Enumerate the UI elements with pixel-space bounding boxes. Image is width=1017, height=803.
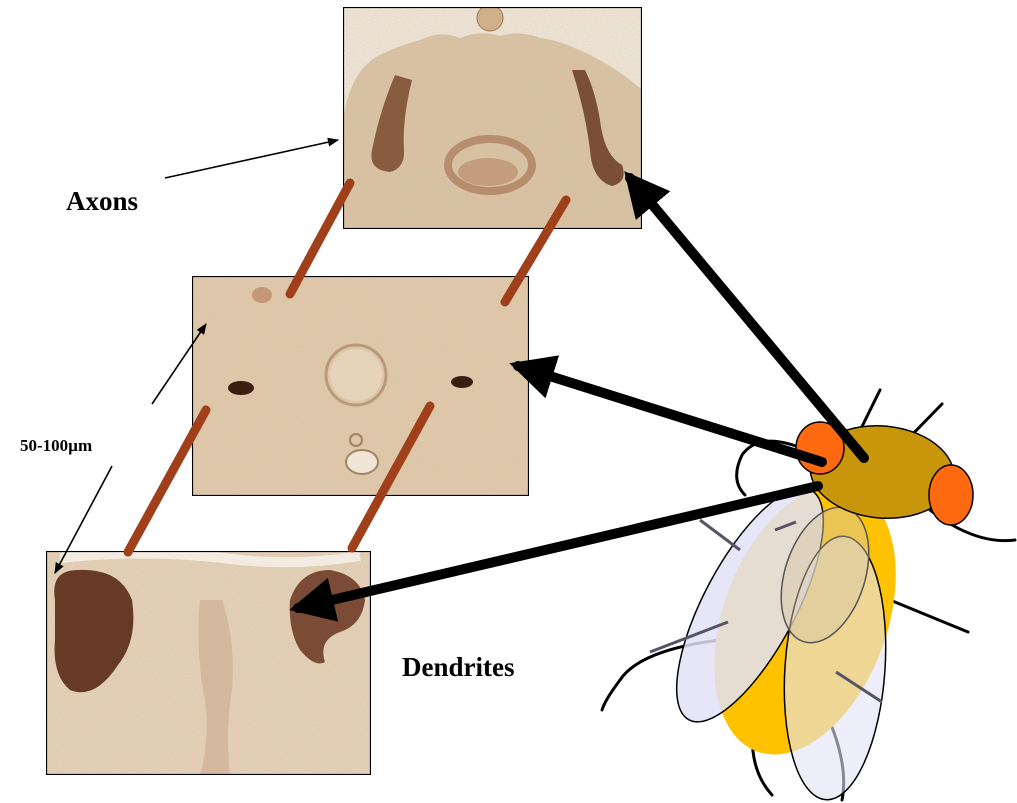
micrograph-bottom — [46, 551, 371, 775]
arrow-to-middle-section — [518, 366, 822, 462]
axons-label: Axons — [66, 186, 138, 217]
axons-pointer-arrow — [165, 140, 338, 178]
micrograph-middle — [192, 276, 529, 496]
scale-label: 50-100µm — [20, 436, 92, 456]
micrograph-top — [343, 5, 642, 229]
fly-illustration — [602, 390, 1015, 803]
dendrites-label: Dendrites — [402, 652, 514, 683]
